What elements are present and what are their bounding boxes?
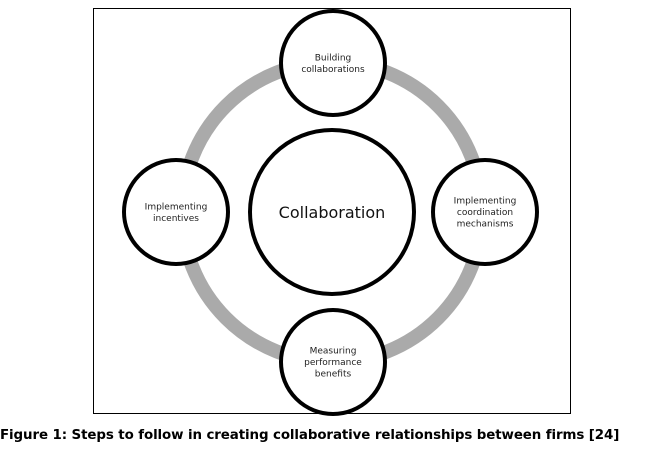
step-label-line: incentives [153,214,199,224]
step-label-line: mechanisms [457,220,514,230]
step-circle [431,158,539,266]
step-label-line: coordination [457,208,513,218]
step-node-top: Building collaborations [279,9,387,117]
figure-caption: Figure 1: Steps to follow in creating co… [0,428,620,443]
center-label: Collaboration [279,203,386,222]
step-label-line: Implementing [145,202,208,212]
step-label-line: Building [315,53,352,63]
center-node: Collaboration [248,128,416,296]
step-circle [279,9,387,117]
step-label-line: benefits [315,370,352,380]
step-label-line: Implementing [454,197,517,207]
step-node-left: Implementing incentives [122,158,230,266]
center-circle [248,128,416,296]
step-circle [279,308,387,416]
step-label-line: performance [304,358,362,368]
step-label-line: Measuring [310,347,357,357]
step-label-line: collaborations [301,65,365,75]
step-circle [122,158,230,266]
